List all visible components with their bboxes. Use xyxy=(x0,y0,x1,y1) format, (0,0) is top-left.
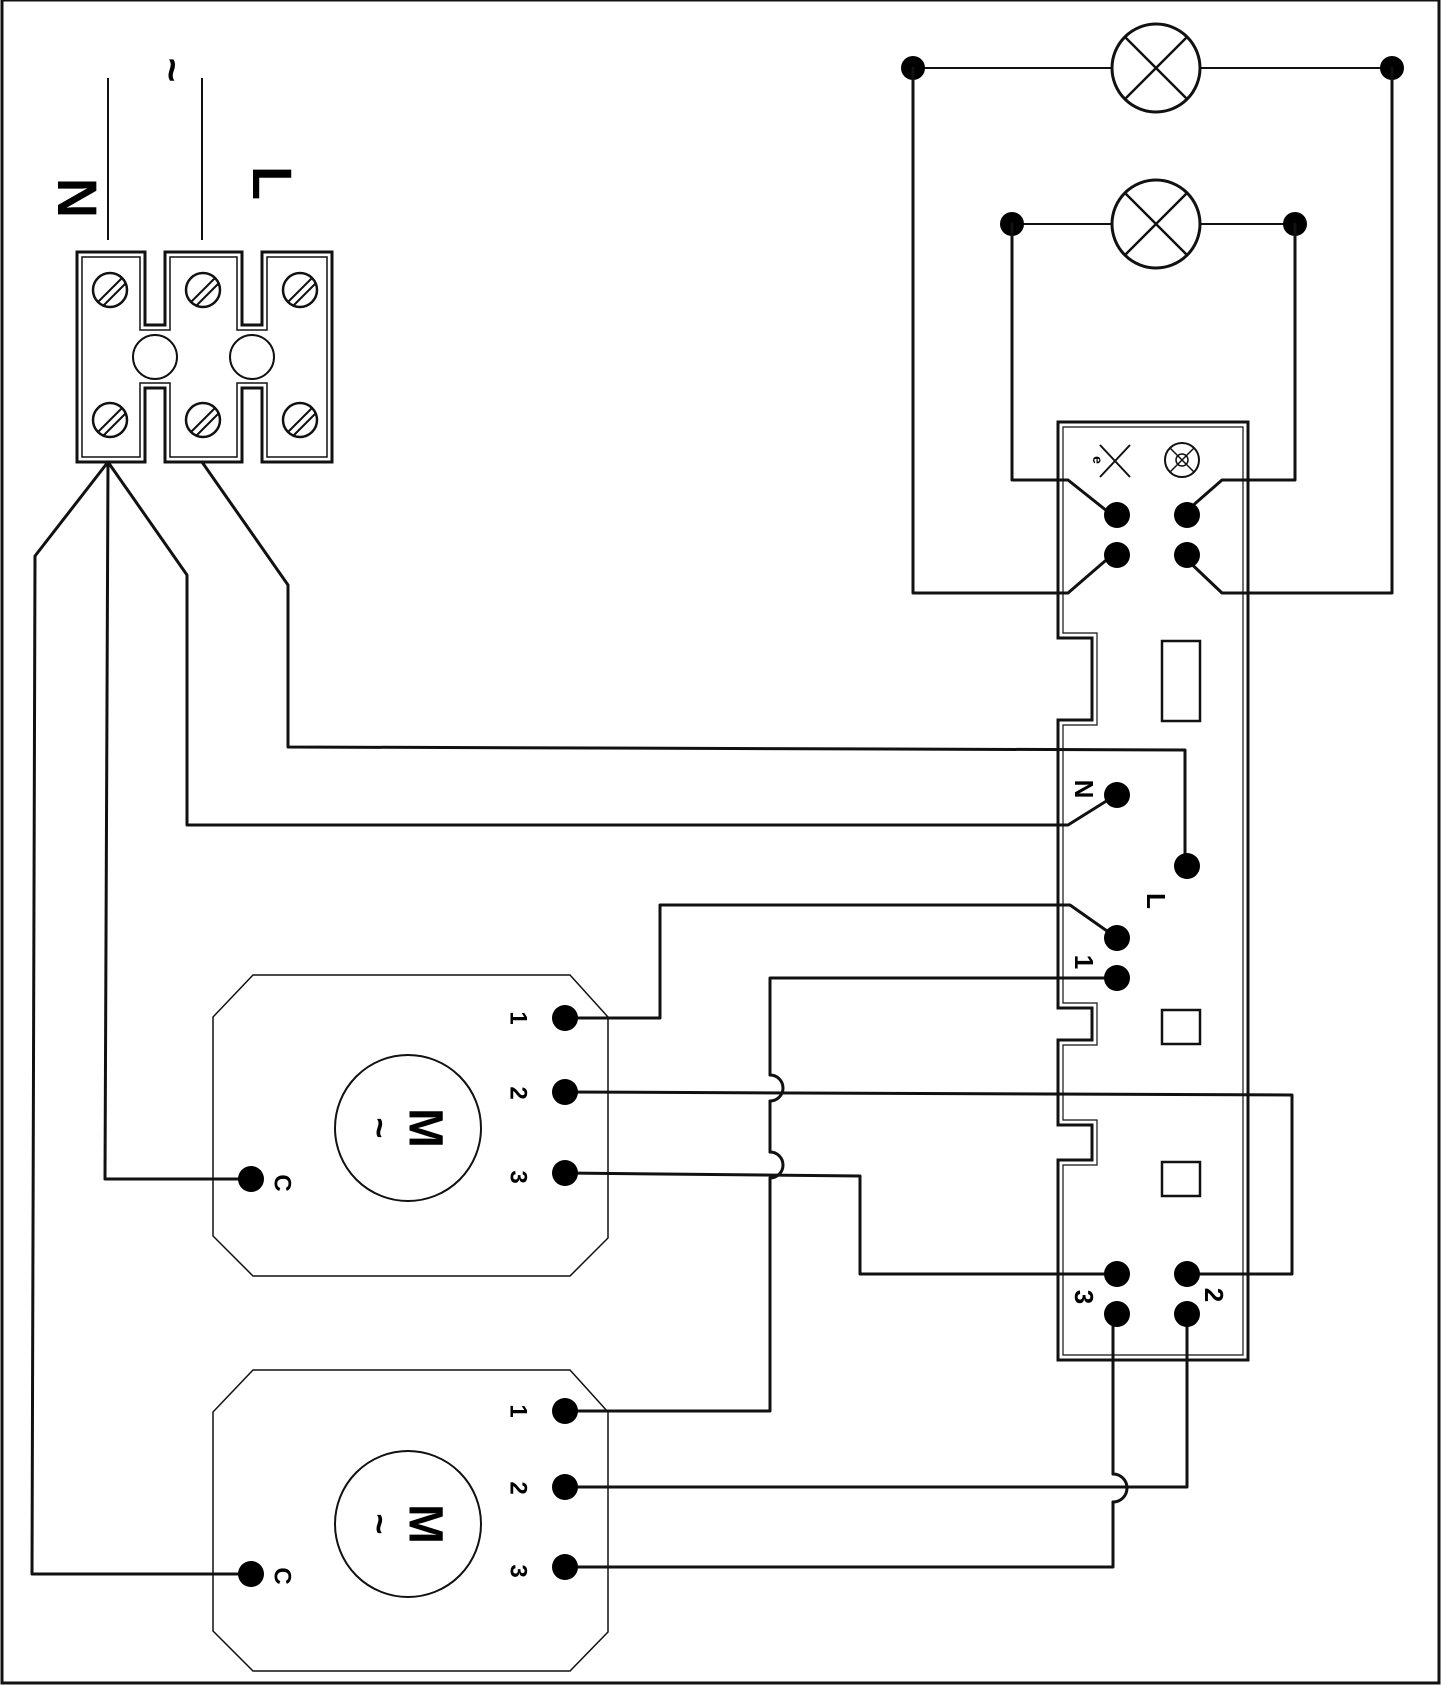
switch-window xyxy=(1160,1160,1202,1198)
motor1-terminal-dot xyxy=(552,1005,578,1031)
svg-text:e: e xyxy=(1090,456,1106,464)
wire-lamp2-left xyxy=(1010,222,1114,517)
supply-live-label: L xyxy=(241,166,304,200)
screw-icon xyxy=(91,401,129,439)
ac-symbol: ~ xyxy=(149,58,196,83)
switch-window xyxy=(1160,1008,1202,1046)
lamp-terminal-dot xyxy=(1174,542,1200,568)
motor-housing xyxy=(212,1369,609,1672)
motor2-terminal-dot xyxy=(552,1398,578,1424)
speed3-terminal-dot xyxy=(1104,1301,1130,1327)
lamp-terminal-dot xyxy=(1174,502,1200,528)
motor1-terminal-dot xyxy=(552,1160,578,1186)
control-unit: e N L 1 3 2 xyxy=(1056,420,1250,1362)
screw-icon xyxy=(184,401,222,439)
wire-lamp1-right xyxy=(1180,66,1394,595)
motor-terminal-3-label: 3 xyxy=(505,1170,532,1183)
wire-crossover-hop xyxy=(1111,1472,1129,1504)
fan-motor-1: M ~ 1 2 3 C xyxy=(212,974,609,1277)
wire-neutral-to-control xyxy=(106,460,1118,827)
live-terminal-dot xyxy=(1174,853,1200,879)
screw-icon xyxy=(281,401,319,439)
terminal-block-inner xyxy=(81,256,328,458)
lamp-icon xyxy=(1110,178,1202,270)
wire-speed2-motor2 xyxy=(563,1316,1189,1489)
neutral-terminal-dot xyxy=(1104,782,1130,808)
speed3-terminal-dot xyxy=(1104,1261,1130,1287)
terminal-block-body xyxy=(75,250,334,464)
motor-terminal-2-label: 2 xyxy=(505,1481,532,1494)
screw-icon xyxy=(91,271,129,309)
wire-lamp2-right xyxy=(1180,222,1297,517)
wire-live-to-control xyxy=(200,460,1187,868)
screw-icon xyxy=(281,271,319,309)
motor1-terminal-dot xyxy=(552,1079,578,1105)
speed1-terminal-dot xyxy=(1104,925,1130,951)
indicator-lamps xyxy=(901,22,1404,270)
fan-symbol-icon: e xyxy=(1090,444,1131,478)
control-unit-inner xyxy=(1062,426,1244,1356)
motor-ac-symbol: ~ xyxy=(360,1513,401,1534)
switch-window xyxy=(1160,639,1202,723)
light-symbol-icon xyxy=(1164,442,1200,478)
motor-terminal-3-label: 3 xyxy=(505,1564,532,1577)
speed2-terminal-dot xyxy=(1174,1261,1200,1287)
control-unit-body xyxy=(1056,420,1250,1362)
terminal-dots xyxy=(238,502,1200,1587)
control-live-label: L xyxy=(1141,893,1171,909)
motor-terminal-2-label: 2 xyxy=(505,1086,532,1099)
motor-icon xyxy=(334,1450,482,1598)
speed2-terminal-dot xyxy=(1174,1301,1200,1327)
wire-speed1-motor1 xyxy=(563,903,1119,1020)
wire-neutral-motor2-common xyxy=(30,460,253,1576)
motor-ac-symbol: ~ xyxy=(360,1117,401,1138)
motor2-terminal-dot xyxy=(552,1474,578,1500)
motor2-terminal-dot xyxy=(552,1554,578,1580)
supply-terminal-block: ~ N L xyxy=(46,58,334,464)
motor-housing xyxy=(212,974,609,1277)
motor-terminal-1-label: 1 xyxy=(505,1404,532,1417)
wire-speed3-motor2 xyxy=(563,1316,1115,1569)
fan-motor-2: M ~ 1 2 3 C xyxy=(212,1369,609,1672)
lamp-icon xyxy=(1110,22,1202,114)
motor-terminal-1-label: 1 xyxy=(505,1011,532,1024)
motor-terminal-c-label: C xyxy=(269,1567,296,1584)
motor1-common-dot xyxy=(238,1166,264,1192)
wire-speed2-motor1 xyxy=(563,1090,1294,1276)
wire-crossover-hop xyxy=(768,1073,785,1180)
terminal-link-hole xyxy=(229,334,275,380)
motor-icon xyxy=(334,1054,482,1202)
wire-lamp1-left xyxy=(911,66,1114,595)
control-speed2-label: 2 xyxy=(1199,1288,1229,1302)
control-speed1-label: 1 xyxy=(1069,955,1099,969)
motor2-common-dot xyxy=(238,1561,264,1587)
wire-neutral-motor1-common xyxy=(103,460,253,1181)
motor-symbol: M xyxy=(399,1108,452,1148)
lamp-terminal-dot xyxy=(1104,502,1130,528)
wiring xyxy=(30,66,1394,1576)
terminal-link-hole xyxy=(132,334,178,380)
wire-speed1-motor2 xyxy=(563,976,1119,1413)
control-neutral-label: N xyxy=(1069,780,1099,799)
supply-neutral-label: N xyxy=(46,178,109,218)
wire-speed3-motor1 xyxy=(563,1171,1119,1276)
screw-icon xyxy=(184,271,222,309)
lamp-terminal-dot xyxy=(1104,542,1130,568)
motor-symbol: M xyxy=(399,1504,452,1544)
speed1-terminal-dot xyxy=(1104,965,1130,991)
motor-terminal-c-label: C xyxy=(269,1174,296,1191)
control-speed3-label: 3 xyxy=(1069,1290,1099,1304)
